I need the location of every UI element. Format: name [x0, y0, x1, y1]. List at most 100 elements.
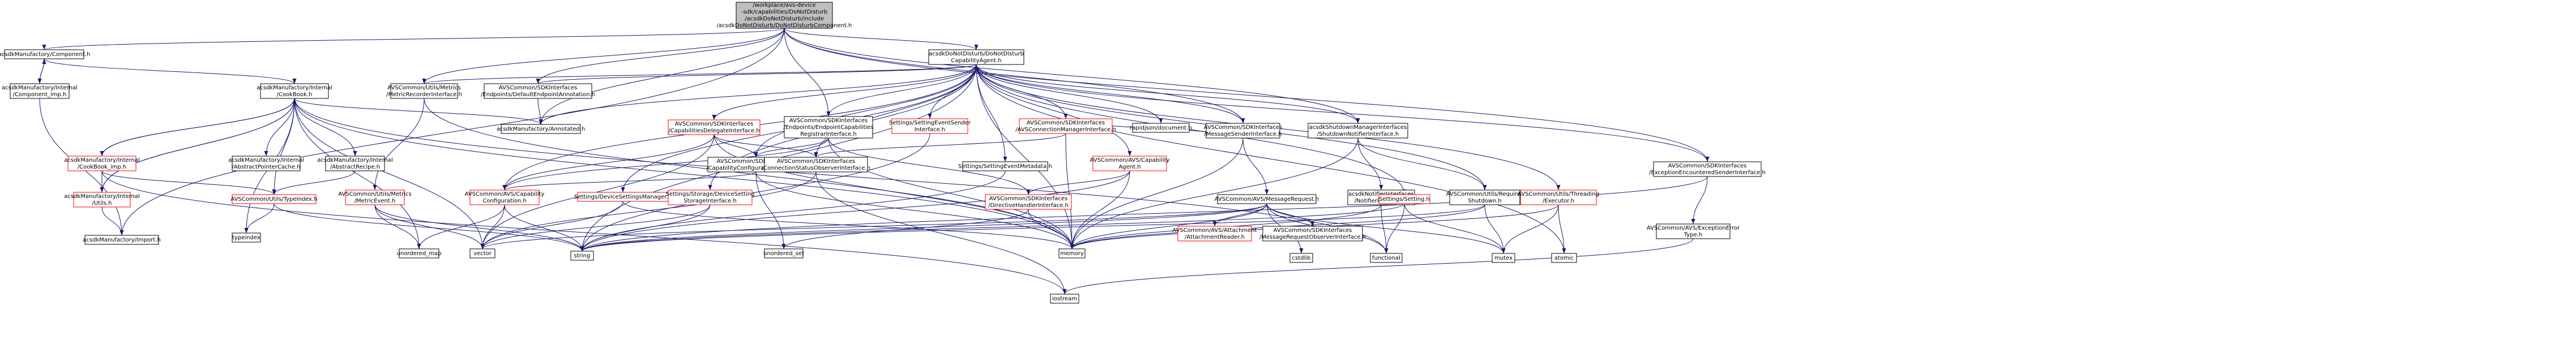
node-label: atomic — [1554, 255, 1574, 261]
node-metric-event: AVSCommon/Utils/Metrics/MetricEvent.h — [338, 189, 412, 205]
edge-internal-utils-to-import — [101, 206, 124, 236]
node-label: Settings/Setting.h — [1379, 196, 1430, 202]
node-message-request: AVSCommon/AVS/MessageRequest.h — [1215, 194, 1319, 204]
node-label: Interface.h — [915, 127, 945, 133]
node-box — [67, 156, 136, 171]
edge-root-to-msg-sender — [784, 28, 1245, 124]
node-label: /AbstractRecipe.h — [330, 164, 380, 170]
node-cap-delegate: AVSCommon/SDKInterfaces/CapabilitiesDele… — [668, 119, 761, 135]
node-iostream: iostream — [1050, 294, 1079, 304]
edge-dnd-agent-to-metric-recorder — [422, 64, 977, 84]
node-setting-h: Settings/Setting.h — [1378, 194, 1430, 204]
node-device-settings-mgr: Settings/DeviceSettingsManager.h — [574, 192, 672, 202]
node-label: /Executor.h — [1543, 198, 1574, 204]
node-label: mutex — [1494, 255, 1513, 261]
edge-message-request-to-string — [580, 203, 1267, 252]
edge-metric-recorder-to-metric-event — [373, 98, 425, 191]
node-avs-conn-mgr: AVSCommon/SDKInterfaces/AVSConnectionMan… — [1015, 118, 1116, 134]
node-label: Settings/SettingEventSender — [889, 120, 971, 126]
edge-type-index-h-to-string — [274, 203, 584, 252]
edge-endpoint-cap-reg-to-memory — [828, 137, 1074, 249]
node-label: /MetricEvent.h — [354, 198, 396, 204]
edge-setting-h-to-mutex — [1404, 203, 1506, 254]
edge-cookbook-to-memory — [294, 98, 1074, 249]
node-cstdlib: cstdlib — [1289, 253, 1313, 263]
node-box — [1308, 123, 1408, 139]
node-box — [784, 116, 873, 139]
edge-dnd-agent-to-atomic — [976, 64, 1566, 254]
node-mutex: mutex — [1492, 253, 1515, 263]
edge-type-index-h-to-typeindex — [244, 203, 275, 234]
edge-cap-delegate-to-avs-cap-config — [502, 134, 715, 191]
edge-endpoint-cap-reg-to-directive-handler — [828, 137, 1031, 195]
edge-cap-config-iface-to-unordered-set — [755, 171, 786, 249]
edge-cookbook-imp-to-cookbook — [101, 98, 297, 157]
node-label: /Endpoints/EndpointCapabilities — [783, 124, 873, 131]
node-attachment-reader: AVSCommon/AVS/Attachment/AttachmentReade… — [1172, 226, 1257, 242]
edge-shutdown-mgr-to-memory — [1070, 137, 1359, 249]
node-exception-sender: AVSCommon/SDKInterfaces/ExceptionEncount… — [1649, 161, 1766, 177]
edge-executor-to-mutex — [1501, 204, 1559, 254]
node-label: AVSCommon/SDKInterfaces — [1204, 124, 1282, 131]
node-box — [1520, 189, 1597, 205]
node-label: AVSCommon/SDKInterfaces — [1668, 163, 1746, 169]
node-label: acsdkManufactory/Import.h — [83, 237, 161, 243]
node-box — [1019, 118, 1113, 134]
node-label: memory — [1060, 251, 1084, 257]
node-endpoint-cap-reg: AVSCommon/SDKInterfaces/Endpoints/Endpoi… — [783, 116, 874, 139]
edge-device-settings-mgr-to-vector — [480, 201, 623, 249]
node-label: acsdkManufactory/Internal — [64, 193, 140, 200]
edge-dnd-agent-to-conn-status-observer — [814, 64, 977, 158]
node-box — [570, 251, 594, 261]
node-box — [962, 161, 1048, 171]
edge-settings-event-sender-to-string — [580, 133, 930, 252]
node-label: AVSCommon/AVS/Capability — [1090, 157, 1170, 163]
node-storage-iface: Settings/Storage/DeviceSettingStorageInt… — [666, 189, 754, 205]
edge-dnd-agent-to-annotated — [539, 64, 977, 125]
node-label: /workplace/avs-device — [753, 2, 816, 8]
node-memory: memory — [1058, 248, 1086, 258]
edge-avs-cap-agent-to-memory — [1070, 170, 1130, 249]
node-box — [736, 2, 833, 29]
node-root: /workplace/avs-device-sdk/capabilities/D… — [717, 2, 852, 29]
node-label: acsdkManufactory/Internal — [257, 85, 332, 91]
edge-dnd-agent-to-msg-sender — [976, 64, 1245, 124]
node-box — [469, 189, 540, 205]
node-internal-utils: acsdkManufactory/Internal/Utils.h — [64, 192, 140, 208]
node-box — [232, 194, 317, 204]
node-label: acsdkManufactory/Internal — [2, 85, 78, 91]
node-label: string — [574, 253, 591, 259]
node-setting-event-metadata: Settings/SettingEventMetadata.h — [958, 161, 1052, 171]
node-label: AVSCommon/Utils/Threading — [1518, 191, 1599, 197]
node-box — [1378, 194, 1430, 204]
node-box — [73, 192, 131, 208]
node-label: /ExceptionEncounteredSenderInterface.h — [1649, 170, 1766, 176]
edge-avs-cap-agent-to-directive-handler — [1026, 170, 1130, 195]
node-label: /CookBook_imp.h — [78, 164, 127, 170]
node-box — [399, 248, 439, 258]
node-label: AVSCommon/AVS/MessageRequest.h — [1215, 196, 1319, 202]
nodes-layer: /workplace/avs-device-sdk/capabilities/D… — [0, 2, 1766, 304]
edge-cookbook-imp-to-type-index-h — [101, 170, 276, 195]
node-label: AVSCommon/SDKInterfaces — [1027, 120, 1105, 126]
node-label: acsdkManufactory/Internal — [228, 157, 304, 163]
node-box — [1262, 226, 1363, 242]
node-box — [1370, 253, 1403, 263]
node-executor: AVSCommon/Utils/Threading/Executor.h — [1518, 189, 1599, 205]
node-box — [345, 189, 405, 205]
node-label: /ConnectionStatusObserverInterface.h — [762, 165, 870, 171]
edge-internal-utils-to-cookbook — [101, 98, 297, 193]
node-component-imp: acsdkManufactory/Internal/Component_imp.… — [2, 83, 78, 99]
edge-dnd-agent-to-cap-config-iface — [754, 64, 977, 158]
node-vector: vector — [469, 248, 495, 258]
node-label: cstdlib — [1292, 255, 1311, 261]
node-label: rapidjson/document.h — [1130, 125, 1192, 131]
edge-device-settings-mgr-to-memory — [622, 201, 1074, 249]
edge-abstract-recipe-to-type-index-h — [272, 170, 356, 195]
node-label: CapabilityAgent.h — [951, 58, 1001, 64]
node-label: acsdkManufactory/Annotated.h — [497, 126, 586, 132]
node-label: Agent.h — [1118, 164, 1140, 170]
node-label: Settings/SettingEventMetadata.h — [958, 163, 1052, 170]
edge-cookbook-to-unordered-map — [294, 98, 421, 249]
